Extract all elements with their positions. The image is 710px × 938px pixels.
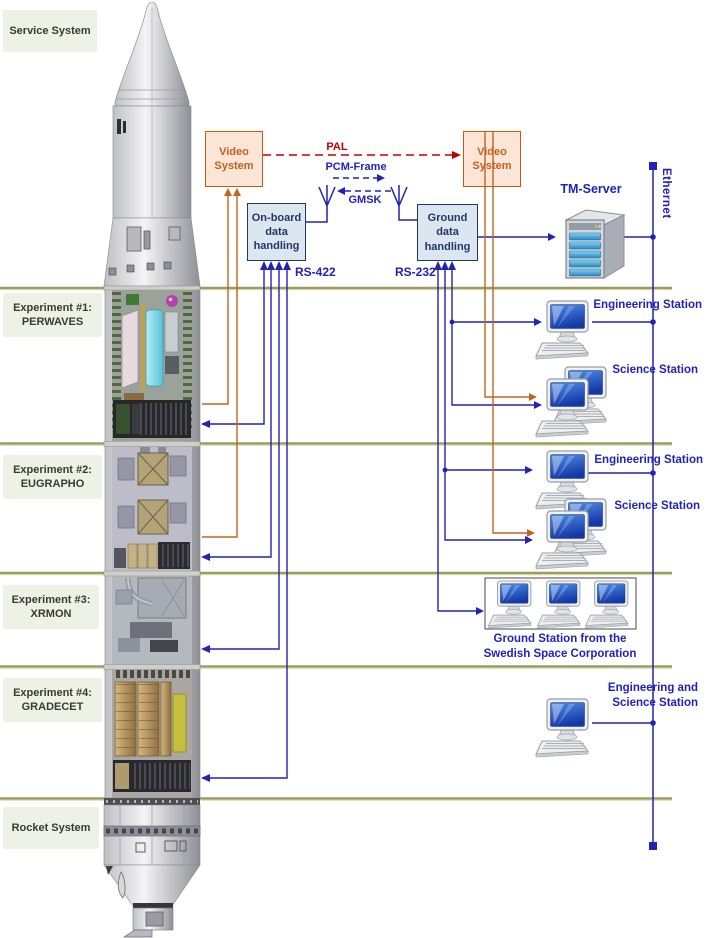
engineering-station-1-label: Engineering Station: [593, 299, 702, 311]
ethernet-end-node: [649, 842, 657, 850]
section-label-rocket-system: Rocket System: [3, 807, 99, 849]
computer-icon: [535, 378, 589, 438]
blue-arrowheads: [201, 162, 657, 850]
ground-station-box: [484, 577, 637, 630]
box-text: handling: [424, 240, 471, 253]
box-text: handling: [253, 240, 300, 253]
pal-label: PAL: [326, 141, 348, 153]
onboard-data-handling-box: On-board data handling: [247, 203, 306, 261]
section-label-experiment-2: Experiment #2: EUGRAPHO: [3, 455, 102, 499]
section-label-text: Experiment #1:: [13, 301, 92, 314]
video-lines-over-box: [484, 132, 494, 188]
box-text: Video: [477, 145, 507, 158]
rocket-module-gradecet: [112, 668, 192, 798]
section-label-text: Rocket System: [11, 821, 91, 834]
ground-station-label-line: Ground Station from the: [493, 633, 627, 645]
box-text: data: [436, 226, 459, 239]
rocket-module-xrmon: [112, 574, 192, 666]
section-label-experiment-1: Experiment #1: PERWAVES: [3, 293, 102, 337]
section-label-experiment-4: Experiment #4: GRADECET: [3, 678, 102, 722]
rs422-lines: [209, 268, 288, 779]
ethernet-label: Ethernet: [659, 168, 672, 219]
ground-station-label: Ground Station from the Swedish Space Co…: [478, 632, 642, 662]
section-divider-lines: [0, 286, 672, 801]
rs422-label: RS-422: [295, 265, 336, 279]
science-station-1-label: Science Station: [612, 364, 698, 376]
box-text: data: [265, 225, 288, 238]
ground-station-label-line: Swedish Space Corporation: [483, 647, 637, 660]
ethernet-end-node: [649, 162, 657, 170]
section-label-text: Service System: [9, 24, 91, 37]
video-system-onboard-box: Video System: [205, 131, 263, 187]
engineering-station-2-label: Engineering Station: [594, 454, 703, 466]
rocket-illustration: [103, 1, 201, 938]
science-station-2-label: Science Station: [614, 500, 700, 512]
box-text: System: [472, 160, 512, 172]
tm-server-label: TM-Server: [560, 182, 622, 196]
section-label-text: XRMON: [30, 608, 72, 620]
computer-icon: [553, 366, 607, 426]
orange-arrowheads: [224, 188, 537, 537]
section-label-text: Experiment #4:: [13, 686, 92, 699]
eng-sci-station-label: Engineering and Science Station: [552, 681, 698, 711]
antenna-icon: [306, 185, 336, 223]
pcm-frame-label: PCM-Frame: [325, 161, 387, 173]
computer-icon: [488, 580, 532, 629]
box-text: Ground: [427, 212, 468, 225]
rs232-label: RS-232: [395, 265, 436, 279]
computer-icon: [535, 300, 589, 360]
rocket-module-eugrapho: [112, 446, 192, 572]
section-label-text: PERWAVES: [21, 316, 84, 328]
eng-sci-station-label-line: Engineering and: [607, 682, 698, 694]
pal-link: [263, 151, 461, 159]
box-text: On-board: [251, 211, 302, 224]
box-text: Video: [219, 145, 249, 158]
box-text: System: [214, 160, 254, 172]
rocket-module-perwaves: [112, 289, 192, 441]
connector-wires: [201, 131, 657, 850]
section-label-experiment-3: Experiment #3: XRMON: [3, 585, 99, 629]
section-label-text: EUGRAPHO: [20, 478, 85, 490]
video-lines: [202, 131, 529, 538]
computer-icon: [585, 580, 629, 629]
computer-icon: [535, 450, 589, 510]
ethernet-lines: [478, 166, 654, 846]
video-system-ground-box: Video System: [463, 131, 521, 187]
ground-data-handling-box: Ground data handling: [417, 204, 478, 261]
section-label-service-system: Service System: [3, 10, 97, 52]
rf-links: [333, 174, 391, 195]
computer-icon: [537, 580, 581, 629]
server-icon: [565, 209, 625, 279]
section-label-text: Experiment #2:: [13, 463, 92, 476]
computer-icon: [553, 498, 607, 558]
gmsk-label: GMSK: [348, 194, 382, 206]
node-icons: [484, 209, 637, 758]
section-label-text: GRADECET: [21, 701, 84, 713]
section-label-text: Experiment #3:: [11, 593, 91, 606]
computer-icon: [535, 698, 589, 758]
eng-sci-station-label-line: Science Station: [612, 696, 698, 709]
antenna-icon: [390, 185, 417, 221]
rocket-motor: [103, 798, 201, 938]
rs232-lines: [437, 268, 534, 612]
computer-icon: [535, 510, 589, 570]
